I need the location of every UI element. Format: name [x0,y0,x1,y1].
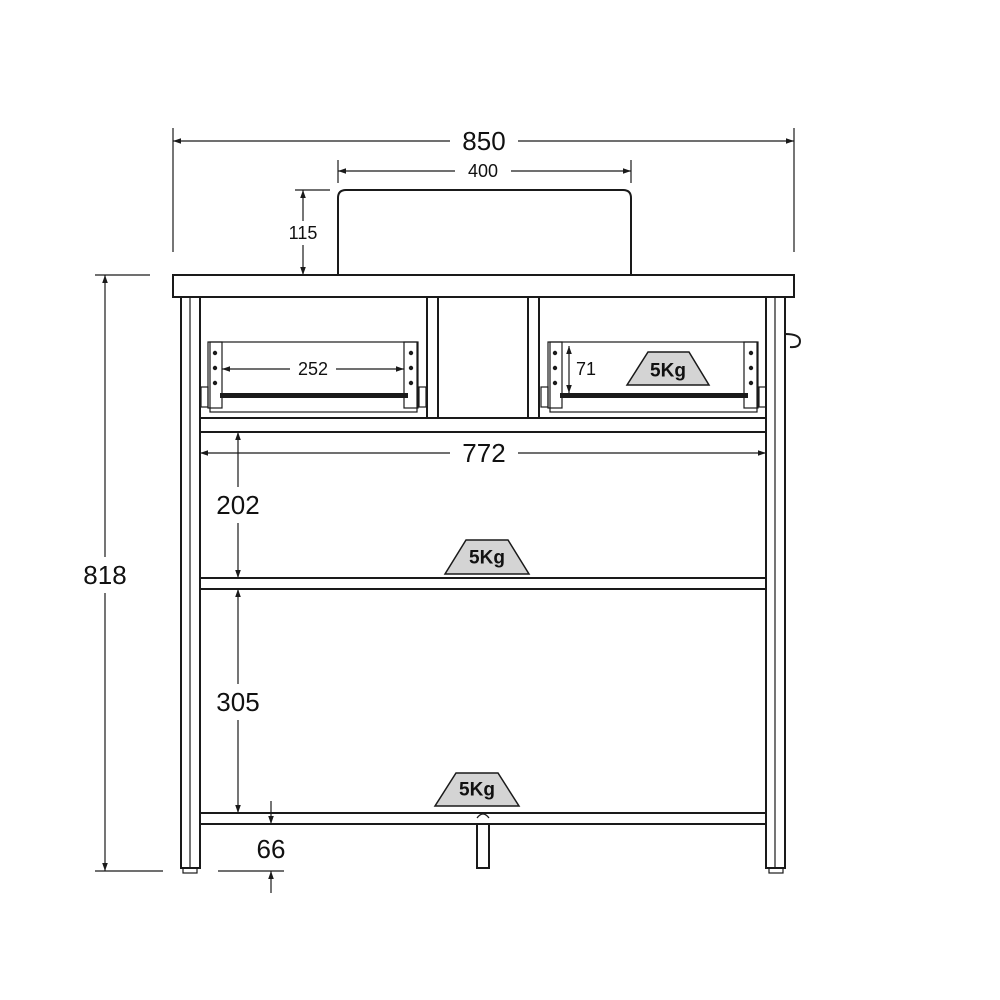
right-drawer [540,341,767,413]
lower-gap-label: 305 [216,687,259,717]
basin-width-label: 400 [468,161,498,181]
left-drawer-slide [220,393,408,398]
leg-clearance-label: 66 [257,834,286,864]
right-foot [768,867,784,874]
drawer-support-rail [199,417,767,433]
bottom-shelf-load-label: 5Kg [459,780,495,801]
drawer-width-label: 252 [298,359,328,379]
drawer-height-label: 71 [576,359,596,379]
screw-icon [748,380,754,386]
screw-icon [408,380,414,386]
left-drawer-frame [209,341,418,413]
middle-shelf [199,577,767,590]
right-drawer-slide [560,393,748,398]
inner-width-label: 772 [462,438,505,468]
bottom-shelf [199,812,767,825]
weight-icon [443,539,531,575]
left-drawer [200,341,427,413]
center-leg [476,824,490,869]
middle-shelf-load-label: 5Kg [469,548,505,569]
screw-icon [212,365,218,371]
upper-gap-label: 202 [216,490,259,520]
drawer-load-label: 5Kg [650,361,686,382]
countertop [172,274,795,298]
weight-icon [433,772,521,807]
right-drawer-bracket-b [743,341,759,409]
weight-icon [625,351,711,386]
load-badges: 5Kg 5Kg 5Kg [433,351,711,807]
left-drawer-bracket-b [403,341,419,409]
right-drawer-clip-a [540,386,549,408]
drawer-load-badge: 5Kg [625,351,711,386]
bottom-shelf-load-badge: 5Kg [433,772,521,807]
overall-height-label: 818 [83,560,126,590]
middle-shelf-load-badge: 5Kg [443,539,531,575]
dimension-lines: 850 400 115 818 252 71 772 202 [76,124,795,893]
right-drawer-frame [549,341,758,413]
left-drawer-bracket-a [207,341,223,409]
screw-icon [552,365,558,371]
cabinet-body [172,189,802,874]
hook-icon [784,333,802,349]
basin-height-label: 115 [289,223,318,243]
right-drawer-clip-b [758,386,767,408]
left-drawer-clip-a [200,386,209,408]
left-foot [182,867,198,874]
overall-width-label: 850 [462,126,505,156]
left-drawer-clip-b [418,386,427,408]
screw-icon [212,350,218,356]
screw-icon [552,350,558,356]
screw-icon [748,365,754,371]
center-leg-top [476,813,490,819]
center-left-divider [426,296,439,419]
screw-icon [212,380,218,386]
basin-outline [337,189,632,275]
screw-icon [748,350,754,356]
center-right-divider [527,296,540,419]
right-drawer-bracket-a [547,341,563,409]
screw-icon [408,350,414,356]
screw-icon [408,365,414,371]
screw-icon [552,380,558,386]
